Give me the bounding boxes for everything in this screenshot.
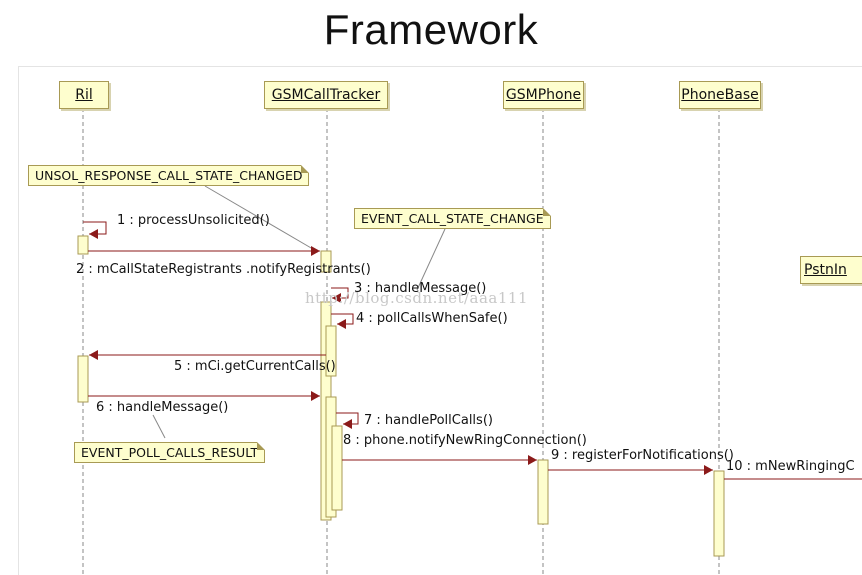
message-7-arrow <box>336 412 359 429</box>
activation-ril-2 <box>77 355 89 403</box>
note-event-poll-calls-result: EVENT_POLL_CALLS_RESULT <box>74 442 266 463</box>
message-9-label: 9 : registerForNotifications() <box>551 448 734 463</box>
note-connector-unsol <box>204 185 319 253</box>
message-4-label: 4 : pollCallsWhenSafe() <box>356 311 508 326</box>
note-event-call-state-change: EVENT_CALL_STATE_CHANGE <box>354 208 551 229</box>
message-4-arrow <box>331 313 354 329</box>
message-1-label: 1 : processUnsolicited() <box>117 213 270 228</box>
activation-phonebase <box>713 470 725 557</box>
message-10-label: 10 : mNewRingingC <box>726 459 855 474</box>
diagram-title: Framework <box>323 6 539 53</box>
activation-tracker-5 <box>331 425 343 511</box>
activation-tracker-1 <box>320 250 332 273</box>
note-connector-event-call-state <box>416 228 446 291</box>
message-7-label: 7 : handlePollCalls() <box>364 413 493 428</box>
activation-tracker-3 <box>325 325 337 377</box>
lifeline-gsmphone: GSMPhone <box>503 81 584 109</box>
message-3-arrow <box>331 287 349 303</box>
lifeline-gsmcalltracker: GSMCallTracker <box>264 81 388 109</box>
message-1-arrow <box>83 221 107 239</box>
activation-gsmphone <box>537 459 549 525</box>
lifeline-phonebase: PhoneBase <box>679 81 761 109</box>
message-2-label: 2 : mCallStateRegistrants .notifyRegistr… <box>76 262 371 277</box>
diagram-frame <box>18 66 862 575</box>
message-5-label: 5 : mCi.getCurrentCalls() <box>174 359 336 374</box>
note-connector-event-poll <box>152 414 166 439</box>
lifeline-ril: Ril <box>59 81 109 109</box>
message-6-label: 6 : handleMessage() <box>96 400 229 415</box>
note-unsol-response: UNSOL_RESPONSE_CALL_STATE_CHANGED <box>28 165 310 186</box>
lifeline-pstn: PstnIn <box>800 256 862 284</box>
message-8-label: 8 : phone.notifyNewRingConnection() <box>343 433 587 448</box>
message-3-label: 3 : handleMessage() <box>354 281 487 296</box>
watermark: http://blog.csdn.net/aaa111 <box>305 289 528 307</box>
activation-ril-1 <box>77 235 89 255</box>
